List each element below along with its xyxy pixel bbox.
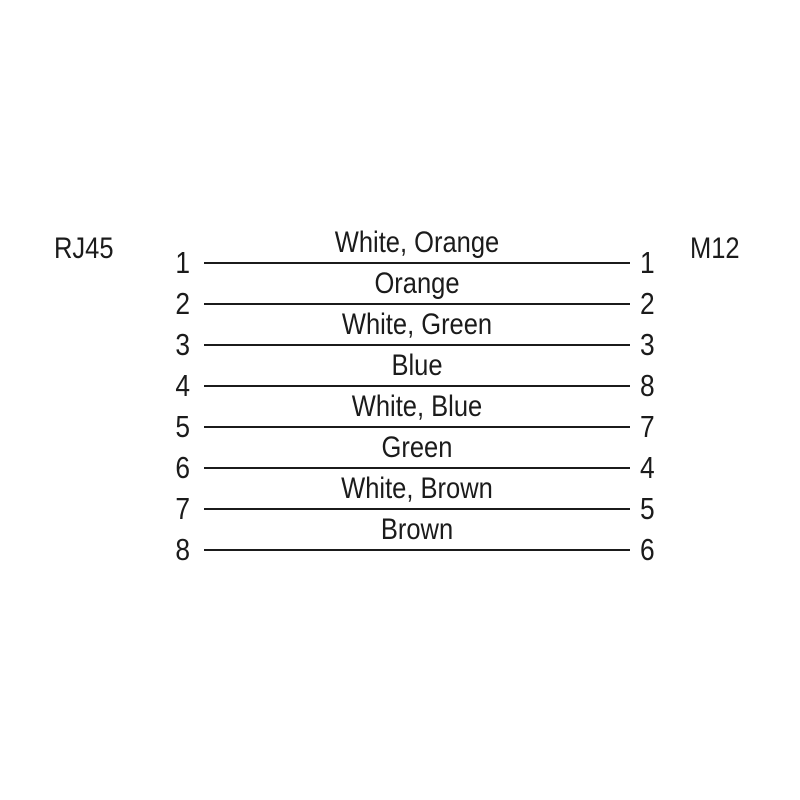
wire-row: White, Orange	[204, 226, 630, 264]
left-connector-label: RJ45	[54, 232, 114, 265]
right-pin-number: 1	[640, 245, 655, 280]
left-pin-number: 6	[175, 450, 190, 485]
wire-row: Blue	[204, 349, 630, 387]
wire-color-label: White, Brown	[341, 472, 493, 505]
right-pin-number: 2	[640, 286, 655, 321]
left-pin-number: 2	[175, 286, 190, 321]
wire-color-label: Green	[381, 431, 453, 464]
wire-color-label: White, Blue	[351, 390, 483, 423]
wire-color-label: White, Green	[341, 308, 493, 341]
wire-color-label: Brown	[380, 513, 454, 546]
right-pin-number: 4	[640, 450, 655, 485]
right-connector-label: M12	[690, 232, 740, 265]
right-pin-number: 7	[640, 409, 655, 444]
right-pin-number: 3	[640, 327, 655, 362]
left-pin-number: 1	[175, 245, 190, 280]
left-pin-number: 5	[175, 409, 190, 444]
wire-color-label: Orange	[374, 267, 460, 300]
wire-row: White, Blue	[204, 390, 630, 428]
left-pin-number: 3	[175, 327, 190, 362]
wire-color-label: White, Orange	[334, 226, 500, 259]
right-pin-number: 5	[640, 491, 655, 526]
left-pin-number: 4	[175, 368, 190, 403]
wire-color-label: Blue	[391, 349, 443, 382]
left-pin-number: 8	[175, 532, 190, 567]
right-pin-number: 8	[640, 368, 655, 403]
left-pin-number: 7	[175, 491, 190, 526]
right-pin-number: 6	[640, 532, 655, 567]
wire-row: Green	[204, 431, 630, 469]
wire-row: Brown	[204, 513, 630, 551]
wire-row: White, Green	[204, 308, 630, 346]
wire-row: White, Brown	[204, 472, 630, 510]
wire-row: Orange	[204, 267, 630, 305]
